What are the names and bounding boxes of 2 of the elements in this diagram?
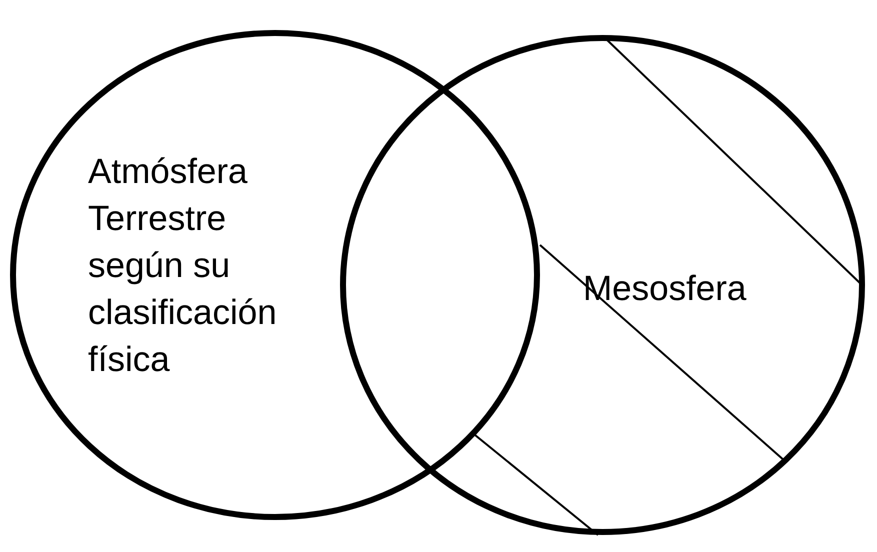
circle-label: Mesosfera [583, 268, 748, 310]
circle-label: Atmósfera Terrestre según su clasificación física [88, 151, 278, 381]
